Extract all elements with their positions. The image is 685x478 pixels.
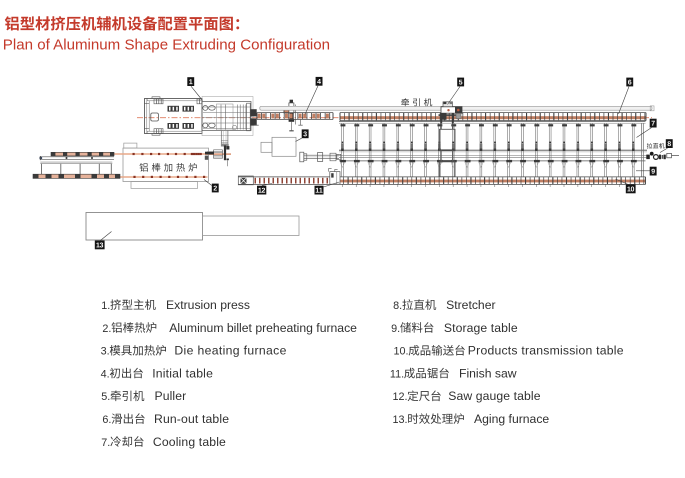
svg-text:Aging furnace: Aging furnace — [474, 412, 549, 426]
svg-text:6.: 6. — [102, 414, 111, 426]
svg-text:Plan of Aluminum Shape Extrudi: Plan of Aluminum Shape Extruding Configu… — [3, 36, 330, 53]
svg-text:Cooling table: Cooling table — [153, 435, 226, 449]
svg-text:5.: 5. — [101, 391, 110, 403]
svg-text:7.: 7. — [101, 437, 110, 449]
svg-text:3.: 3. — [101, 346, 110, 358]
svg-text:8.: 8. — [393, 300, 402, 312]
svg-text:Die heating furnace: Die heating furnace — [174, 344, 286, 358]
svg-text:Stretcher: Stretcher — [446, 298, 495, 312]
svg-text:2.: 2. — [102, 323, 111, 335]
svg-text:4.: 4. — [101, 368, 110, 380]
svg-text:Finish saw: Finish saw — [459, 366, 517, 380]
svg-text:Saw gauge table: Saw gauge table — [448, 389, 540, 403]
svg-text:Run-out table: Run-out table — [154, 412, 229, 426]
svg-text:10.: 10. — [393, 346, 408, 358]
svg-text:Storage table: Storage table — [444, 321, 518, 335]
svg-text:Products transmission table: Products transmission table — [468, 344, 624, 358]
svg-text:Puller: Puller — [155, 389, 187, 403]
svg-text:11.: 11. — [390, 368, 404, 380]
svg-text:9.: 9. — [391, 323, 400, 335]
svg-text:Initial table: Initial table — [152, 366, 213, 380]
svg-text:Aluminum billet preheating fur: Aluminum billet preheating furnace — [169, 321, 357, 335]
svg-text:13.: 13. — [392, 414, 407, 426]
svg-text:1.: 1. — [101, 300, 110, 312]
svg-text:12.: 12. — [392, 391, 407, 403]
svg-text:Extrusion press: Extrusion press — [166, 298, 250, 312]
